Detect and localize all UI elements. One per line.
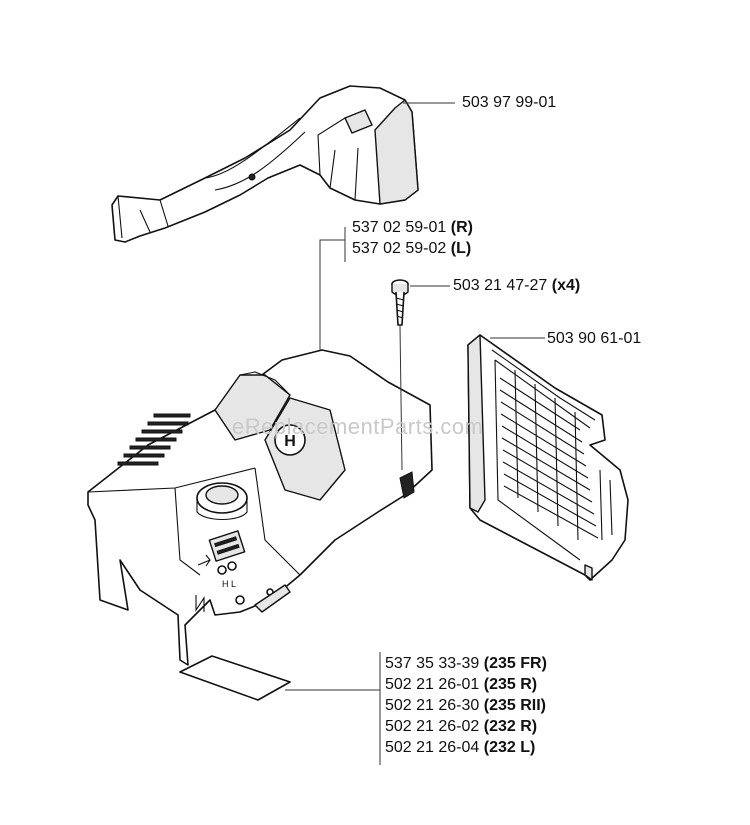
label-cylinder-cover-l: 537 02 59-02 (L)	[352, 239, 471, 259]
grille-part	[467, 334, 629, 581]
decal-part	[179, 655, 291, 701]
label-decal-4: 502 21 26-04 (232 L)	[385, 738, 535, 758]
cover-brand-emblem: H	[274, 424, 306, 456]
part-number: 537 02 59-02	[352, 240, 447, 257]
part-number: 503 97 99-01	[462, 94, 557, 111]
emblem-letter: H	[284, 433, 296, 450]
part-number: 537 35 33-39	[385, 655, 480, 672]
part-model: (235 RII)	[483, 697, 547, 714]
cover-cooling-slots	[117, 413, 191, 466]
part-number: 537 02 59-01	[352, 219, 447, 236]
part-variant: (R)	[450, 219, 473, 236]
part-number: 503 21 47-27	[453, 277, 548, 294]
part-number: 502 21 26-04	[385, 739, 480, 756]
part-model: (232 L)	[483, 739, 536, 756]
part-model: (235 FR)	[483, 655, 547, 672]
leader-lines	[285, 102, 545, 765]
label-decal-1: 502 21 26-01 (235 R)	[385, 675, 537, 695]
label-top-cover: 503 97 99-01	[462, 93, 556, 113]
watermark: eReplacementParts.com	[232, 414, 484, 439]
part-number: 502 21 26-30	[385, 697, 480, 714]
label-decal-0: 537 35 33-39 (235 FR)	[385, 654, 547, 674]
label-decal-2: 502 21 26-30 (235 RII)	[385, 696, 546, 716]
label-cylinder-cover-r: 537 02 59-01 (R)	[352, 218, 473, 238]
screw-part	[391, 279, 409, 471]
part-variant: (L)	[450, 240, 472, 257]
top-cover-part	[111, 85, 419, 243]
label-screw: 503 21 47-27 (x4)	[453, 276, 580, 296]
label-decal-3: 502 21 26-02 (232 R)	[385, 717, 537, 737]
mode-letters: H L	[222, 579, 236, 589]
cylinder-cover-part: H H L	[87, 349, 433, 666]
part-number: 502 21 26-01	[385, 676, 480, 693]
grille-slats	[499, 369, 613, 541]
part-model: (235 R)	[483, 676, 538, 693]
part-number: 503 90 61-01	[547, 330, 642, 347]
part-number: 502 21 26-02	[385, 718, 480, 735]
part-quantity: (x4)	[551, 277, 581, 294]
label-grille: 503 90 61-01	[547, 329, 641, 349]
part-model: (232 R)	[483, 718, 538, 735]
